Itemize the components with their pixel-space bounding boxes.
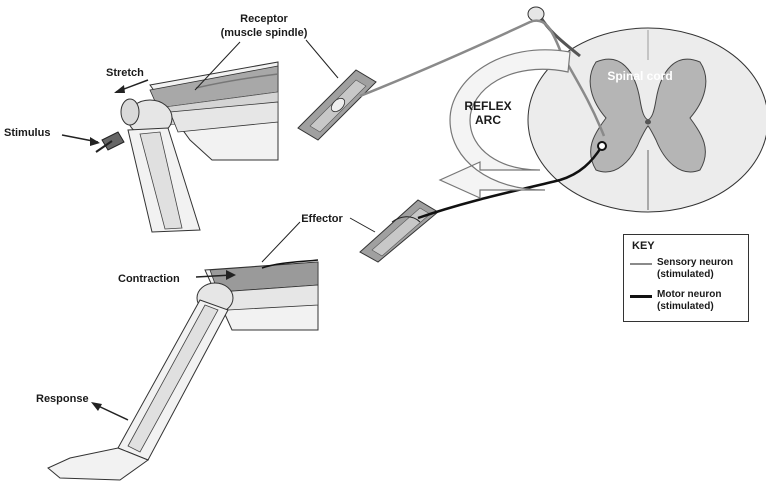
motor-swatch: [630, 295, 652, 298]
label-reflex: REFLEX: [464, 99, 511, 113]
label-stretch: Stretch: [106, 67, 144, 79]
key-legend: KEY Sensory neuron (stimulated) Motor ne…: [623, 234, 749, 322]
key-motor-line2: (stimulated): [657, 301, 721, 313]
label-receptor: Receptor: [240, 13, 288, 25]
effector-muscle-inset: [360, 200, 438, 262]
key-item-motor: Motor neuron (stimulated): [630, 289, 721, 313]
label-arc: ARC: [475, 113, 501, 127]
muscle-spindle-inset: [298, 70, 376, 140]
key-title: KEY: [632, 240, 655, 252]
label-contraction: Contraction: [118, 273, 180, 285]
key-motor-line1: Motor neuron: [657, 289, 721, 301]
key-sensory-line1: Sensory neuron: [657, 257, 733, 269]
key-item-sensory: Sensory neuron (stimulated): [630, 257, 733, 281]
label-stimulus: Stimulus: [4, 127, 50, 139]
label-response: Response: [36, 393, 89, 405]
dorsal-root-ganglion: [528, 7, 580, 56]
label-receptor-sub: (muscle spindle): [221, 27, 308, 39]
key-sensory-line2: (stimulated): [657, 269, 733, 281]
label-effector: Effector: [301, 213, 343, 225]
lower-leg-illustration: [48, 260, 318, 480]
label-spinal-cord: Spinal cord: [607, 69, 672, 83]
sensory-swatch: [630, 263, 652, 265]
